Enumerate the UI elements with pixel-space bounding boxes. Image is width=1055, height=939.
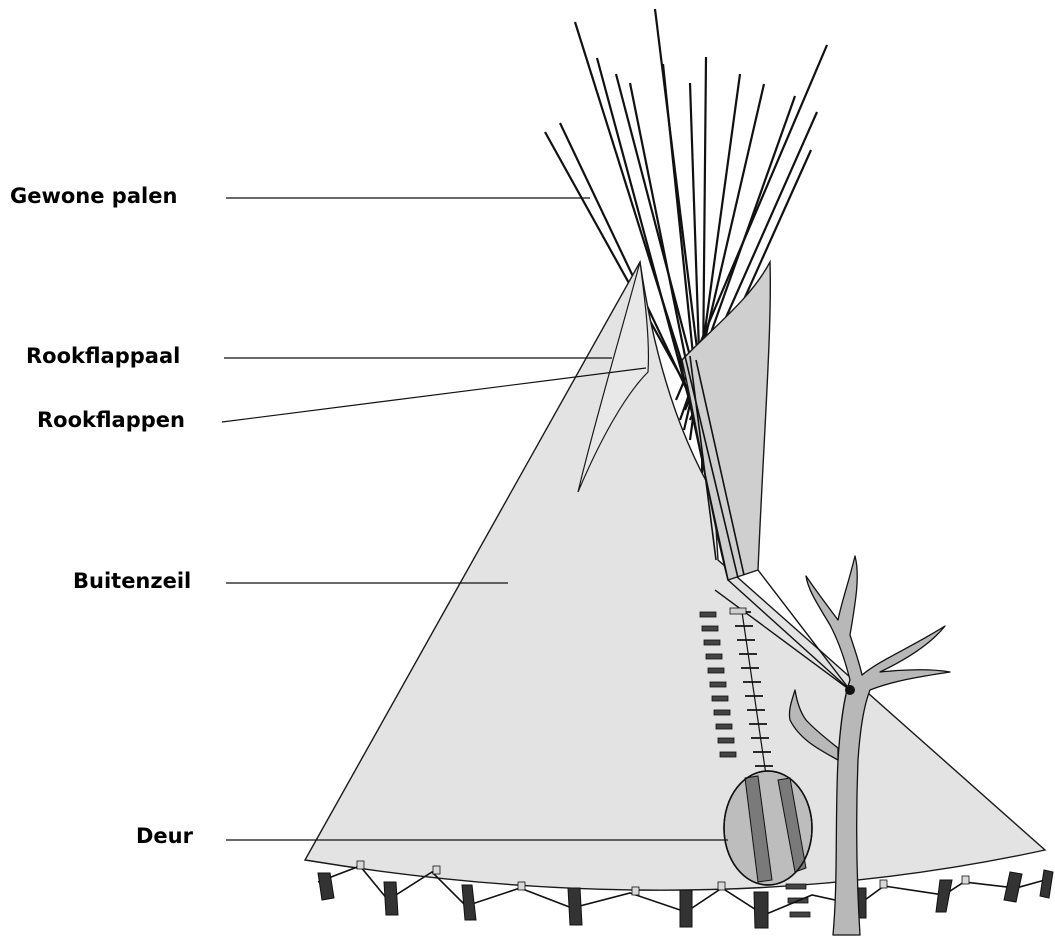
label-poles: Gewone palen: [10, 186, 177, 207]
cover: [305, 262, 1045, 890]
label-smoke-flaps: Rookflappen: [37, 410, 185, 431]
rope-knot: [845, 685, 855, 695]
label-door: Deur: [136, 826, 193, 847]
label-cover: Buitenzeil: [73, 571, 191, 592]
door: [724, 771, 812, 885]
label-smoke-flap-pole: Rookflappaal: [26, 346, 180, 367]
